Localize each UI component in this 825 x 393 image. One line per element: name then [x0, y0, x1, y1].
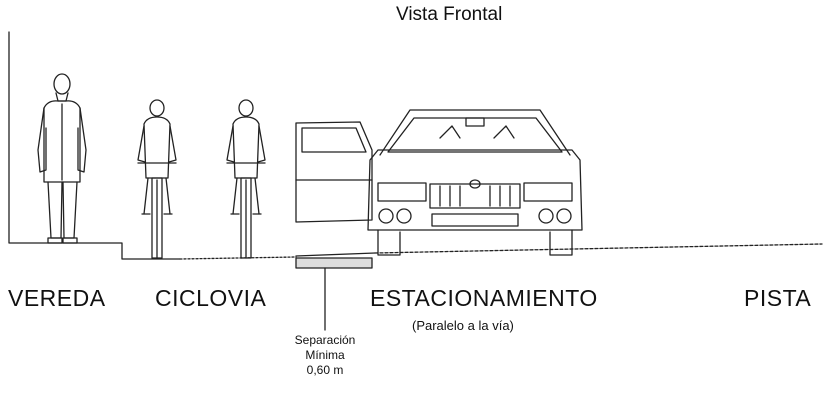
zone-label-vereda: VEREDA — [8, 285, 106, 311]
separation-marker — [295, 257, 373, 331]
zone-note-estacionamiento: (Paralelo a la vía) — [412, 318, 514, 333]
separation-label: Separación Mínima 0,60 m — [280, 333, 370, 378]
pedestrian-icon — [37, 73, 87, 244]
zone-label-ciclovia: CICLOVIA — [155, 285, 267, 311]
zone-label-pista: PISTA — [744, 285, 812, 311]
diagram-title: Vista Frontal — [396, 4, 503, 25]
separation-line-1: Separación — [294, 333, 356, 347]
ground-line — [8, 31, 823, 260]
cyclist-icon — [226, 99, 266, 259]
separation-line-2: Mínima — [305, 348, 345, 362]
separation-line-3: 0,60 m — [306, 363, 344, 377]
car-door — [295, 121, 373, 223]
cyclist-icon — [137, 99, 177, 259]
car-icon — [367, 109, 583, 256]
zone-label-estacionamiento: ESTACIONAMIENTO — [370, 285, 598, 311]
